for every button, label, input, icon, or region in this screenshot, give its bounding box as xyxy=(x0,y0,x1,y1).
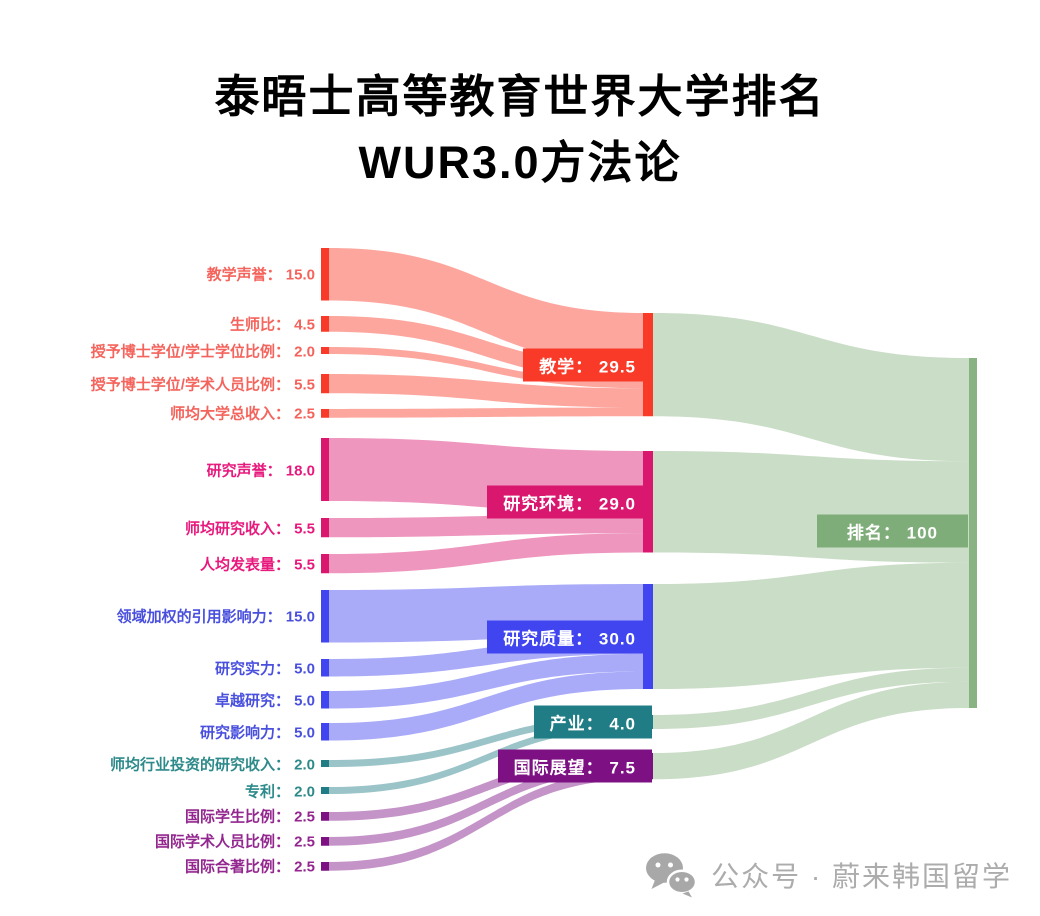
sankey-link[interactable] xyxy=(329,584,643,643)
node-产业[interactable] xyxy=(643,715,653,729)
node-国际合著比例[interactable] xyxy=(321,862,329,871)
sankey-link[interactable] xyxy=(329,407,643,418)
node-研究实力[interactable] xyxy=(321,659,329,677)
wechat-icon xyxy=(645,852,698,898)
node-国际学术人员比例[interactable] xyxy=(321,837,329,846)
node-国际学生比例[interactable] xyxy=(321,812,329,821)
sankey-link[interactable] xyxy=(329,671,643,741)
node-师均大学总收入[interactable] xyxy=(321,409,329,418)
sankey-link[interactable] xyxy=(329,438,643,514)
sankey-link[interactable] xyxy=(329,248,643,366)
node-研究环境[interactable] xyxy=(643,451,653,553)
node-研究质量[interactable] xyxy=(643,584,653,689)
node-人均发表量[interactable] xyxy=(321,554,329,574)
sankey-link[interactable] xyxy=(329,654,643,709)
node-教学声誉[interactable] xyxy=(321,248,329,301)
sankey-link[interactable] xyxy=(329,374,643,408)
chart-title-line2: WUR3.0方法论 xyxy=(358,137,682,189)
node-排名[interactable] xyxy=(969,358,977,708)
watermark: 公众号 · 蔚来韩国留学 xyxy=(645,852,1012,898)
node-生师比[interactable] xyxy=(321,316,329,332)
sankey-link[interactable] xyxy=(329,533,643,574)
sankey-link[interactable] xyxy=(653,451,969,563)
sankey-link[interactable] xyxy=(329,722,643,794)
node-授予博士学位/学士学位比例[interactable] xyxy=(321,347,329,354)
sankey-link[interactable] xyxy=(329,770,643,871)
node-教学[interactable] xyxy=(643,313,653,417)
sankey-link[interactable] xyxy=(653,667,969,729)
sankey-link[interactable] xyxy=(329,761,643,846)
sankey-link[interactable] xyxy=(329,753,643,821)
node-国际展望[interactable] xyxy=(643,753,653,780)
watermark-text: 公众号 · 蔚来韩国留学 xyxy=(711,861,1012,892)
sankey-link[interactable] xyxy=(329,514,643,538)
sankey-link[interactable] xyxy=(653,681,969,780)
node-师均研究收入[interactable] xyxy=(321,518,329,538)
node-领域加权的引用影响力[interactable] xyxy=(321,590,329,643)
node-授予博士学位/学术人员比例[interactable] xyxy=(321,374,329,394)
sankey-link[interactable] xyxy=(653,313,969,462)
sankey-link[interactable] xyxy=(653,562,969,689)
node-专利[interactable] xyxy=(321,787,329,794)
node-研究影响力[interactable] xyxy=(321,723,329,741)
node-研究声誉[interactable] xyxy=(321,438,329,501)
node-师均行业投资的研究收入[interactable] xyxy=(321,760,329,767)
sankey-link[interactable] xyxy=(329,715,643,767)
chart-title: 泰晤士高等教育世界大学排名 WUR3.0方法论 xyxy=(0,64,1040,196)
node-卓越研究[interactable] xyxy=(321,691,329,709)
chart-title-line1: 泰晤士高等教育世界大学排名 xyxy=(214,71,826,122)
